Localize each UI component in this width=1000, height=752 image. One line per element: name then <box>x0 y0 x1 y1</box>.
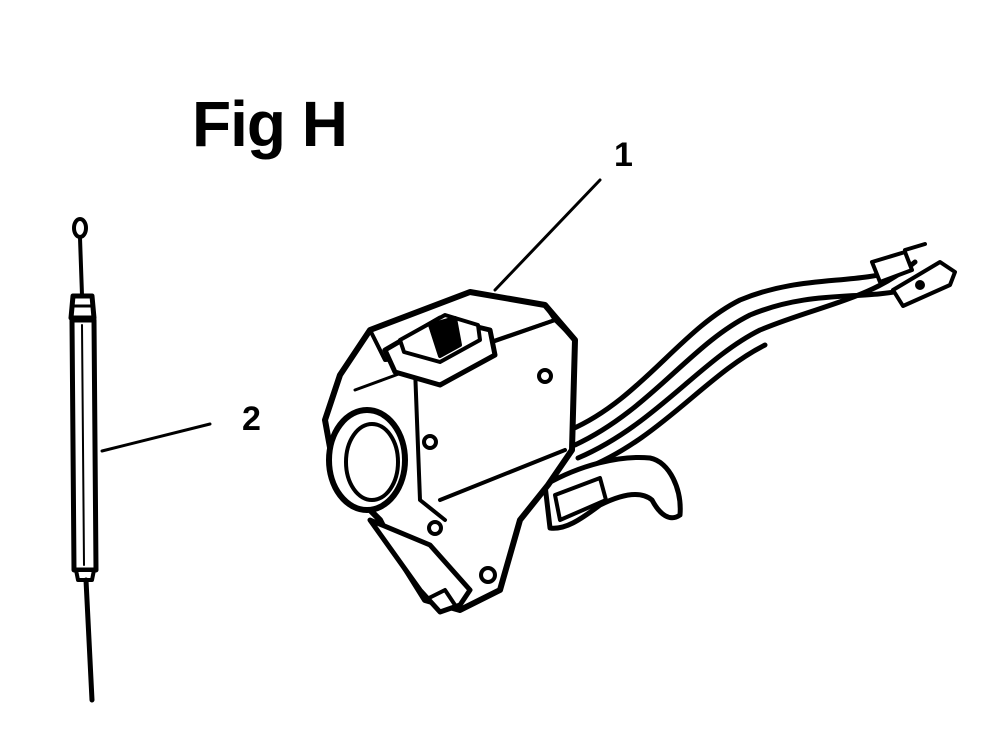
cable-lower-wire <box>83 577 95 703</box>
housing-screw <box>427 520 443 536</box>
housing-screw <box>479 566 497 584</box>
cable-upper-wire <box>78 236 84 297</box>
handlebar-bore <box>326 407 408 513</box>
switch-housing-drawing <box>322 242 957 615</box>
cable-eyelet <box>72 217 88 239</box>
leader-line-1 <box>493 178 602 292</box>
throttle-cable-drawing <box>68 217 99 703</box>
housing-screw <box>537 368 553 384</box>
callout-number-1: 1 <box>614 136 633 174</box>
leader-line-2 <box>100 422 212 453</box>
housing-wires <box>567 259 918 473</box>
callout-number-2: 2 <box>242 400 261 438</box>
figure-title: Fig H <box>192 88 348 160</box>
wire-connectors <box>870 242 957 308</box>
housing-screw <box>422 434 438 450</box>
